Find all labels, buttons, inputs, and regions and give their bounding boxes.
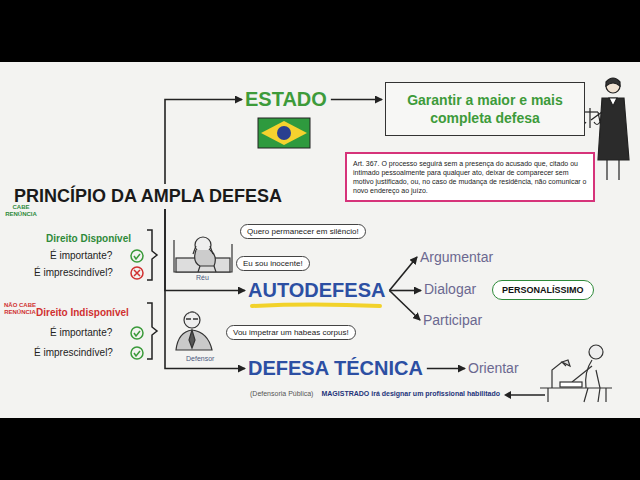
- figure-label: Defensor: [186, 355, 214, 363]
- drawing-stroke: [589, 108, 590, 128]
- drawing-stroke: [134, 270, 140, 276]
- drawing-stroke: [606, 160, 607, 180]
- drawing-stroke: [562, 360, 570, 366]
- branch-node: DEFESA TÉCNICA: [248, 357, 423, 380]
- speech-bubble: Quero permanecer em silêncio!: [240, 224, 366, 239]
- return-arrow: [504, 391, 545, 399]
- figure-label: Réu: [196, 274, 209, 282]
- defender-figure: [176, 312, 212, 351]
- drawing-stroke: [189, 330, 195, 348]
- note-label: MAGISTRADO irá designar um profissional …: [321, 390, 500, 398]
- check-icons: [131, 250, 143, 359]
- drawing-stroke: [589, 345, 603, 359]
- drawing-stroke: [188, 312, 197, 315]
- drawing-stroke: [193, 246, 213, 254]
- drawing-stroke: [605, 388, 606, 402]
- node-text: ESTADO: [245, 88, 327, 111]
- action-node: Argumentar: [420, 249, 493, 265]
- node-text: Dialogar: [424, 281, 476, 297]
- node-text: Art. 367. O processo seguirá sem a prese…: [353, 159, 587, 195]
- drawing-stroke: [258, 118, 310, 148]
- badge-box: PERSONALÍSSIMO: [492, 280, 594, 300]
- question-label: É imprescindível?: [34, 347, 113, 359]
- node-text: Participar: [423, 312, 482, 328]
- writer-figure: [540, 345, 612, 402]
- drawing-stroke: [598, 112, 600, 122]
- law-box: Art. 367. O processo seguirá sem a prese…: [345, 152, 595, 202]
- node-text: Orientar: [468, 360, 519, 376]
- connector: [389, 291, 420, 321]
- connector: [389, 290, 421, 292]
- drawing-stroke: [198, 266, 216, 272]
- drawing-stroke: [598, 98, 629, 160]
- drawing-stroke: [131, 267, 143, 279]
- note-label: NÃO CABE RENÚNCIA: [0, 302, 40, 316]
- action-node: Orientar: [468, 360, 519, 376]
- action-node: Participar: [423, 312, 482, 328]
- branch-node: AUTODEFESA: [248, 279, 385, 302]
- drawing-stroke: [134, 254, 140, 259]
- drawing-stroke: [131, 250, 143, 262]
- speech-bubble: Eu sou inocente!: [236, 256, 310, 271]
- connector: [427, 368, 465, 370]
- drawing-stroke: [584, 370, 600, 402]
- drawing-stroke: [547, 388, 548, 402]
- connector: [389, 257, 417, 291]
- question-label: É importante?: [50, 327, 112, 339]
- drawing-stroke: [131, 327, 143, 339]
- node-text: Vou impetrar um habeas corpus!: [233, 328, 349, 337]
- brazil-flag: [258, 118, 310, 148]
- drawing-stroke: [134, 331, 140, 336]
- drawing-stroke: [134, 351, 140, 356]
- drawing-stroke: [147, 303, 157, 359]
- drawing-stroke: [261, 121, 307, 145]
- connector: [165, 209, 245, 291]
- node-text: PRINCÍPIO DA AMPLA DEFESA: [14, 186, 282, 207]
- drawing-stroke: [560, 382, 582, 387]
- title-node: PRINCÍPIO DA AMPLA DEFESA: [14, 186, 282, 207]
- drawing-stroke: [504, 391, 511, 399]
- drawing-stroke: [606, 79, 620, 93]
- drawing-stroke: [552, 362, 566, 388]
- heading-node: ESTADO: [245, 88, 327, 111]
- connector: [331, 99, 382, 101]
- note-label: (Defensoria Pública): [250, 390, 313, 398]
- goal-box: Garantir a maior e mais completa defesa: [385, 82, 585, 136]
- question-label: É imprescindível?: [34, 267, 113, 279]
- drawing-stroke: [609, 98, 617, 106]
- brackets: [147, 230, 157, 359]
- drawing-stroke: [618, 160, 619, 180]
- drawing-stroke: [147, 230, 157, 280]
- connector: [165, 209, 245, 369]
- category-label: Direito Indisponível: [36, 307, 129, 319]
- speech-bubble: Vou impetrar um habeas corpus!: [226, 325, 356, 340]
- drawing-stroke: [510, 394, 545, 396]
- action-node: Dialogar: [424, 281, 476, 297]
- node-text: Quero permanecer em silêncio!: [247, 227, 359, 236]
- drawing-stroke: [572, 366, 592, 382]
- node-text: AUTODEFESA: [248, 279, 385, 302]
- drawing-stroke: [594, 122, 600, 125]
- node-text: PERSONALÍSSIMO: [502, 285, 584, 295]
- drawing-stroke: [131, 347, 143, 359]
- defendant-figure: [174, 237, 232, 272]
- note-label: CABE RENÚNCIA: [2, 204, 40, 218]
- node-text: Garantir a maior e mais completa defesa: [394, 91, 576, 127]
- category-label: Direito Disponível: [46, 233, 131, 245]
- node-text: Argumentar: [420, 249, 493, 265]
- drawing-stroke: [277, 126, 291, 140]
- node-text: Eu sou inocente!: [243, 259, 303, 268]
- underline: [252, 305, 380, 307]
- drawing-stroke: [606, 78, 620, 86]
- drawing-stroke: [591, 112, 602, 120]
- drawing-stroke: [586, 360, 592, 388]
- drawing-stroke: [184, 312, 200, 328]
- node-text: DEFESA TÉCNICA: [248, 357, 423, 380]
- question-label: É importante?: [50, 250, 112, 262]
- connector: [165, 100, 242, 185]
- drawing-stroke: [186, 318, 198, 320]
- drawing-stroke: [176, 330, 212, 350]
